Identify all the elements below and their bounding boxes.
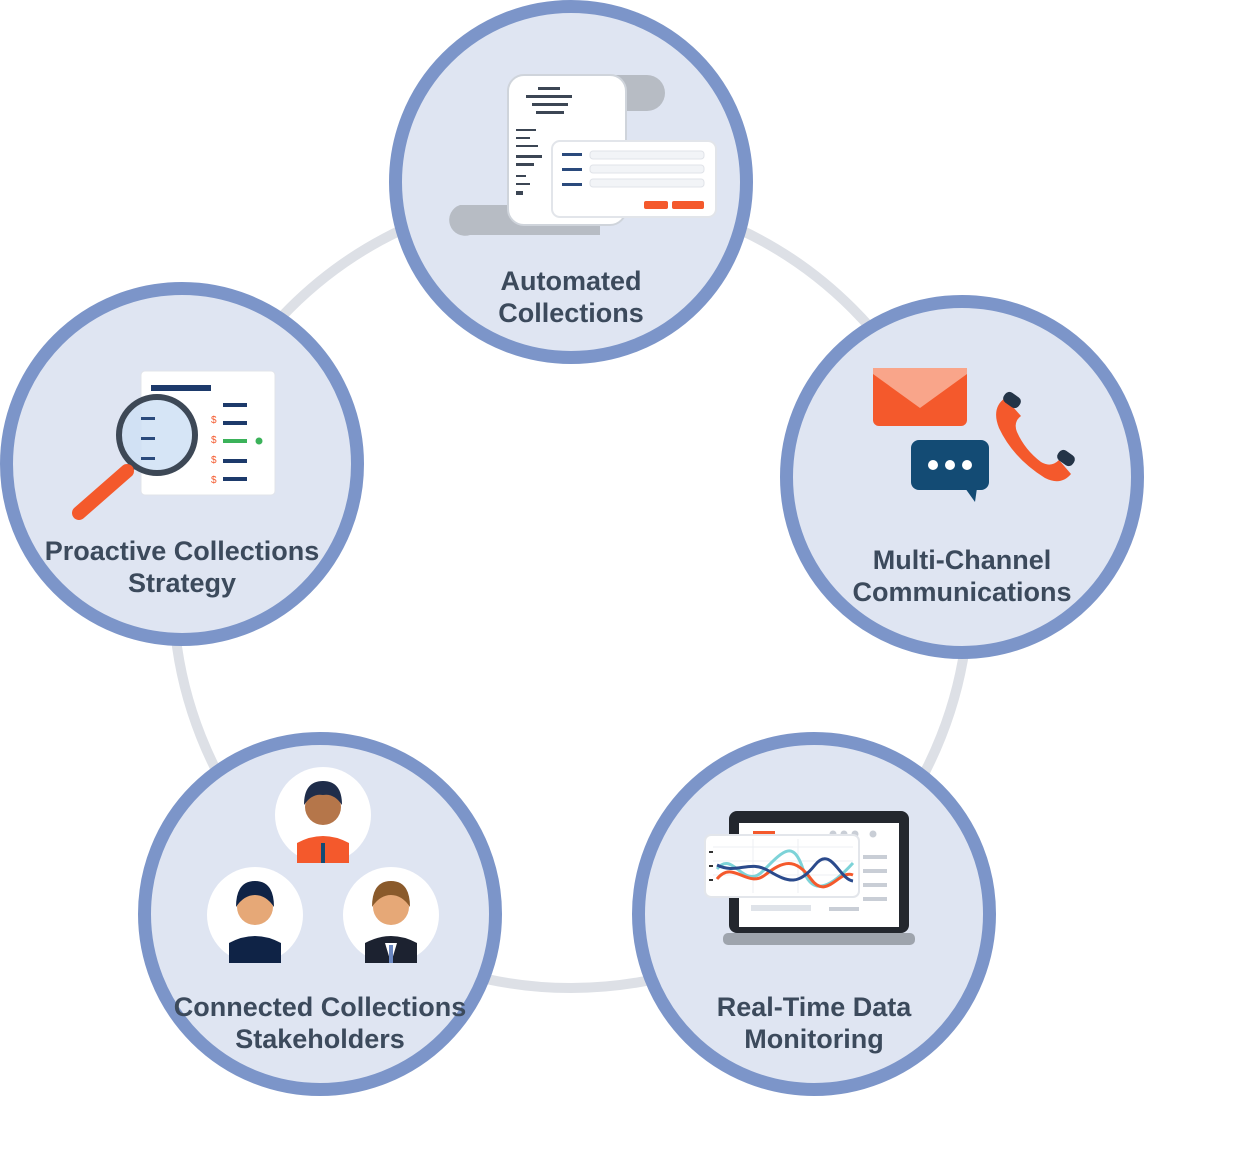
node-proactive-collections-strategy: $ $ $ $ Proactive Collections Strategy <box>0 282 364 646</box>
node-title-line: Multi-Channel <box>872 545 1052 575</box>
laptop-chart-icon <box>704 811 915 945</box>
svg-text:$: $ <box>211 455 217 466</box>
person-avatar-icon <box>343 867 439 963</box>
phone-icon <box>996 391 1075 482</box>
svg-text:$: $ <box>211 415 217 426</box>
node-title-line: Connected Collections <box>173 992 467 1022</box>
node-title-line: Real-Time Data <box>716 992 912 1022</box>
node-multi-channel-communications: Multi-Channel Communications <box>780 295 1144 659</box>
chat-bubble-icon <box>911 440 989 502</box>
person-avatar-icon <box>207 867 303 963</box>
node-title-line: Proactive Collections <box>44 536 320 566</box>
node-title-line: Automated <box>500 266 642 296</box>
node-real-time-data-monitoring: Real-Time Data Monitoring <box>632 732 996 1096</box>
node-title-line: Strategy <box>127 568 237 598</box>
magnifier-report-icon: $ $ $ $ <box>72 370 276 520</box>
svg-text:$: $ <box>211 475 217 486</box>
people-group-icon <box>207 767 439 963</box>
person-avatar-icon <box>275 767 371 863</box>
svg-text:$: $ <box>211 435 217 446</box>
node-title-line: Stakeholders <box>235 1024 405 1054</box>
node-automated-collections: Automated Collections <box>389 0 753 364</box>
communication-channels-icon <box>873 368 1075 502</box>
node-title-line: Monitoring <box>744 1024 884 1054</box>
invoice-receipt-icon <box>449 74 717 236</box>
node-connected-collections-stakeholders: Connected Collections Stakeholders <box>138 732 502 1096</box>
envelope-icon <box>873 368 967 426</box>
node-title-line: Communications <box>852 577 1072 607</box>
node-title-line: Collections <box>498 298 644 328</box>
